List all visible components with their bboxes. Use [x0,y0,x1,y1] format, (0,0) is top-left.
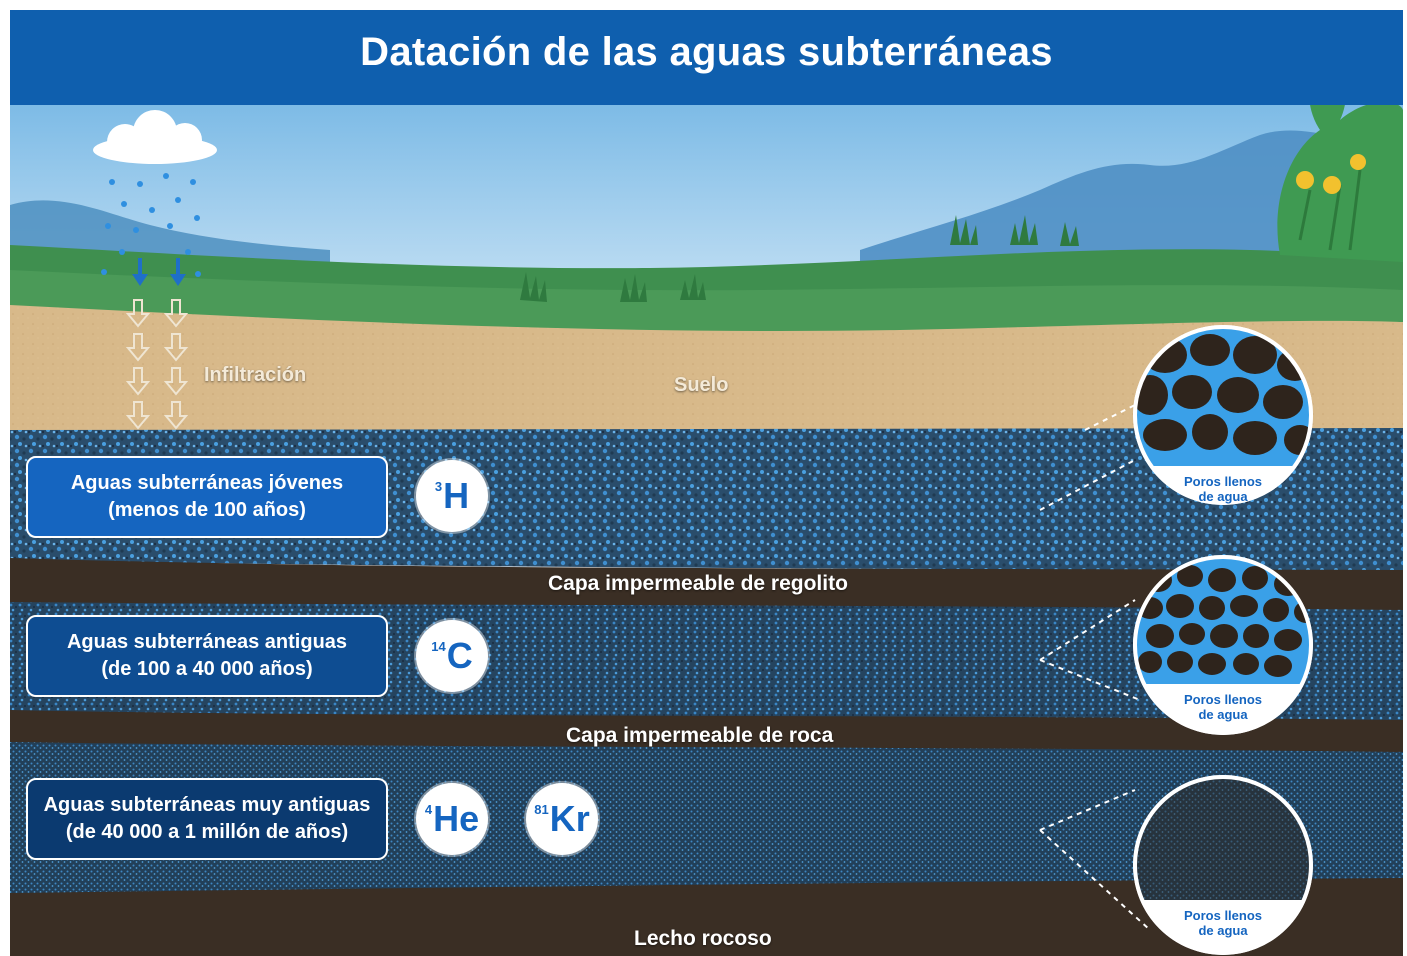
isotope-mass: 3 [434,478,443,494]
aquifer-age-range: (menos de 100 años) [108,499,306,521]
pore-caption-very-old: Poros llenos de agua [1138,908,1308,938]
pore-magnifier-very-old [1133,775,1313,955]
isotope-symbol: H [443,475,470,516]
isotope-mass: 4 [424,801,433,817]
bedrock [10,878,1403,956]
title-banner [10,10,1403,105]
aquifer-title: Aguas subterráneas antiguas [66,631,348,653]
pore-magnifier-young [1133,325,1313,505]
aquifer-box-young: Aguas subterráneas jóvenes (menos de 100… [26,456,388,538]
infiltration-arrows-icon [125,258,189,430]
aquifer-title: Aguas subterráneas muy antiguas [43,794,371,816]
pore-caption-line: Poros llenos [1183,692,1263,707]
isotope-mass: 81 [534,801,549,817]
rain-drops-icon [101,173,201,277]
aquifer-title: Aguas subterráneas jóvenes [70,472,344,494]
soil-layer [10,305,1403,432]
isotope-symbol: Kr [549,798,590,839]
isotope-symbol: He [433,798,480,839]
aquifer-box-old: Aguas subterráneas antiguas (de 100 a 40… [26,615,388,697]
plant [1277,50,1403,262]
infiltration-label: Infiltración [204,364,307,386]
pore-magnifier-old [1133,555,1313,735]
aquifer-age-range: (de 40 000 a 1 millón de años) [65,821,349,843]
pore-caption-line: Poros llenos [1183,908,1263,923]
soil-label: Suelo [674,374,729,396]
cloud-icon [93,110,217,164]
impermeable-regolith [10,558,1403,612]
regolith-layer-label: Capa impermeable de regolito [548,572,848,595]
impermeable-rock [10,710,1403,755]
pore-caption-line: de agua [1198,489,1248,504]
mountains-right [860,130,1403,290]
zoom-lines [1039,404,1151,931]
rock-layer-label: Capa impermeable de roca [566,724,834,747]
isotope-symbol: C [446,635,473,676]
bedrock-label: Lecho rocoso [634,927,772,950]
aquifer-age-range: (de 100 a 40 000 años) [101,658,313,680]
isotope-mass: 14 [431,638,446,654]
pore-caption-old: Poros llenos de agua [1138,692,1308,722]
pore-caption-line: Poros llenos [1183,474,1263,489]
pore-caption-young: Poros llenos de agua [1138,474,1308,504]
grass-tufts [520,215,1079,302]
pore-caption-line: de agua [1198,707,1248,722]
page-title: Datación de las aguas subterráneas [360,30,1053,74]
pore-caption-line: de agua [1198,923,1248,938]
aquifer-box-very-old: Aguas subterráneas muy antiguas (de 40 0… [26,778,388,860]
